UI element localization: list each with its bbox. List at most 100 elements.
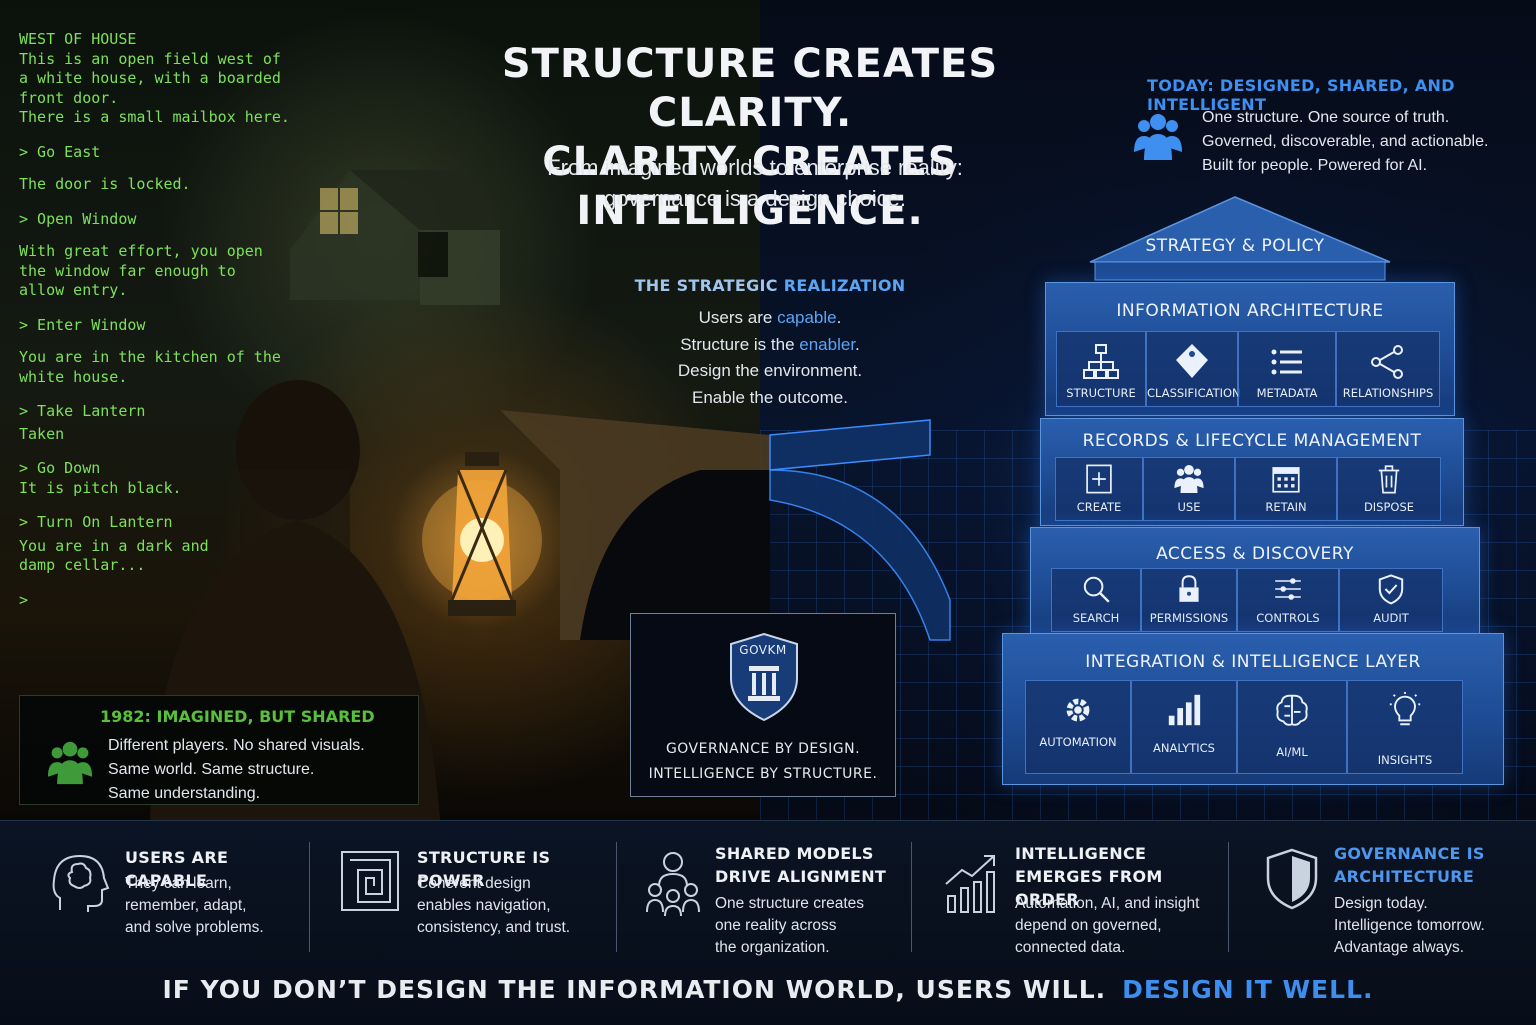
tier-title: RECORDS & LIFECYCLE MANAGEMENT [1082, 431, 1422, 451]
govkm-caption-line: INTELLIGENCE BY STRUCTURE. [648, 766, 878, 782]
cell-label: AUDIT [1373, 611, 1409, 625]
pillar-description: Design today. Intelligence tomorrow. Adv… [1334, 895, 1485, 956]
cell-analytics: ANALYTICS [1131, 680, 1237, 774]
trash-icon [1378, 465, 1400, 494]
govkm-shield-logo [730, 632, 798, 722]
cell-automation: AUTOMATION [1025, 680, 1131, 774]
strategic-realization: THE STRATEGIC REALIZATION Users are capa… [630, 276, 910, 411]
search-icon [1083, 576, 1110, 603]
cell-label: ANALYTICS [1153, 741, 1215, 755]
subheadline: From imagined worlds to enterprise reali… [490, 152, 1020, 214]
brain-icon [1276, 694, 1308, 726]
add-document-icon [1086, 464, 1112, 494]
terminal-response: The door is locked. [19, 175, 191, 193]
tier-records-lifecycle: RECORDS & LIFECYCLE MANAGEMENT CREATE US… [1040, 418, 1464, 526]
cell-label: CONTROLS [1256, 611, 1320, 625]
terminal-response: You are in a dark and damp cellar... [19, 536, 209, 575]
terminal-command: > Take Lantern [19, 402, 146, 420]
lightbulb-icon [1389, 691, 1421, 726]
governance-pyramid-roof [1089, 196, 1391, 281]
cell-label: RELATIONSHIPS [1342, 386, 1434, 400]
tier-title: INTEGRATION & INTELLIGENCE LAYER [1085, 652, 1421, 672]
head-brain-icon [50, 850, 110, 921]
cell-label: CREATE [1076, 500, 1122, 514]
pillar-shared-models: SHARED MODELS DRIVE ALIGNMENT One struct… [645, 842, 905, 956]
today-title: TODAY: DESIGNED, SHARED, AND INTELLIGENT [1147, 76, 1455, 114]
bar-chart-icon [1168, 694, 1201, 726]
tier-information-architecture: INFORMATION ARCHITECTURE STRUCTURE CLASS… [1045, 282, 1455, 416]
strategic-line: Enable the outcome. [692, 387, 848, 407]
today-panel: TODAY: DESIGNED, SHARED, AND INTELLIGENT… [1130, 76, 1530, 174]
divider [1228, 842, 1229, 952]
terminal-prompt: > [19, 590, 29, 609]
panel-1982: 1982: IMAGINED, BUT SHARED Different pla… [19, 695, 419, 805]
today-line: Governed, discoverable, and actionable. [1202, 133, 1489, 150]
govkm-badge: GOVKM GOVERNANCE BY DESIGN. INTELLIGENCE… [630, 613, 896, 797]
cell-ai-ml: AI/ML [1237, 680, 1347, 774]
strategic-line: Users are capable. [698, 308, 842, 327]
people-group-icon [1130, 112, 1186, 167]
divider [309, 842, 310, 952]
terminal-command: > Turn On Lantern [19, 513, 173, 531]
govkm-caption-line: GOVERNANCE BY DESIGN. [665, 741, 861, 757]
cell-insights: INSIGHTS [1347, 680, 1463, 774]
pillar-description: Coherent design enables navigation, cons… [417, 875, 571, 936]
pillar-title: USERS ARE CAPABLE [125, 848, 229, 890]
terminal-command: > Open Window [19, 209, 137, 228]
footer-statement: IF YOU DON’T DESIGN THE INFORMATION WORL… [162, 975, 1107, 1004]
text-adventure-terminal: WEST OF HOUSE This is an open field west… [19, 30, 339, 610]
calendar-icon [1272, 467, 1300, 493]
footer-call-to-action: DESIGN IT WELL. [1122, 975, 1374, 1004]
pyramid-roof-label: STRATEGY & POLICY [1145, 236, 1325, 256]
tier-integration-intelligence: INTEGRATION & INTELLIGENCE LAYER AUTOMAT… [1002, 633, 1504, 785]
main-headline: STRUCTURE CREATES CLARITY. CLARITY CREAT… [400, 40, 1100, 236]
panel-1982-line: Same understanding. [108, 785, 261, 802]
headline-line-1: STRUCTURE CREATES CLARITY. [501, 41, 999, 136]
cell-dispose: DISPOSE [1337, 457, 1441, 521]
terminal-intro: This is an open field west of a white ho… [19, 49, 290, 127]
pillar-title: GOVERNANCE IS ARCHITECTURE [1334, 844, 1485, 886]
cell-search: SEARCH [1051, 568, 1141, 632]
cell-controls: CONTROLS [1237, 568, 1339, 632]
panel-1982-description: Different players. No shared visuals. Sa… [108, 734, 408, 806]
people-group-icon [44, 740, 96, 791]
cell-label: RETAIN [1265, 500, 1307, 514]
terminal-command: > Go East [19, 142, 101, 161]
cell-label: AUTOMATION [1039, 735, 1117, 749]
terminal-command: > Enter Window [19, 315, 146, 334]
cell-permissions: PERMISSIONS [1141, 568, 1237, 632]
cell-label: STRUCTURE [1066, 386, 1136, 400]
shield-icon [1266, 848, 1318, 915]
sliders-icon [1275, 578, 1301, 600]
cell-label: PERMISSIONS [1149, 611, 1229, 625]
cell-use: USE [1143, 457, 1235, 521]
white-house-illustration [290, 170, 500, 305]
govkm-logo-text: GOVKM [739, 643, 787, 657]
terminal-command: > Go Down [19, 459, 101, 477]
cell-retain: RETAIN [1235, 457, 1337, 521]
terminal-response: It is pitch black. [19, 478, 182, 497]
cell-label: USE [1177, 500, 1201, 514]
strategic-line: Design the environment. [677, 361, 863, 380]
list-icon [1271, 349, 1302, 375]
subheadline-line-1: From imagined worlds to enterprise reali… [547, 155, 963, 180]
cell-audit: AUDIT [1339, 568, 1443, 632]
tag-icon [1176, 344, 1208, 378]
terminal-response: Taken [19, 424, 65, 443]
cell-relationships: RELATIONSHIPS [1336, 331, 1440, 407]
today-description: One structure. One source of truth. Gove… [1202, 106, 1532, 178]
terminal-response: With great effort, you open the window f… [19, 242, 263, 299]
strategic-lines: Users are capable. Structure is the enab… [630, 305, 910, 411]
team-icon [645, 850, 701, 921]
hierarchy-icon [1083, 344, 1119, 379]
pillar-title: SHARED MODELS DRIVE ALIGNMENT [715, 844, 887, 886]
today-line: One structure. One source of truth. [1202, 109, 1450, 126]
cell-label: DISPOSE [1363, 500, 1415, 514]
strategic-line: Structure is the enabler. [680, 334, 860, 354]
footer-tagline: IF YOU DON’T DESIGN THE INFORMATION WORL… [0, 975, 1536, 1004]
today-line: Built for people. Powered for AI. [1202, 157, 1428, 174]
pillar-title: STRUCTURE IS POWER [417, 848, 551, 890]
pillar-intelligence-order: INTELLIGENCE EMERGES FROM ORDER Automati… [944, 842, 1224, 956]
pillar-description: Automation, AI, and insight depend on go… [1015, 895, 1200, 956]
govkm-caption: GOVERNANCE BY DESIGN. INTELLIGENCE BY ST… [631, 737, 895, 787]
